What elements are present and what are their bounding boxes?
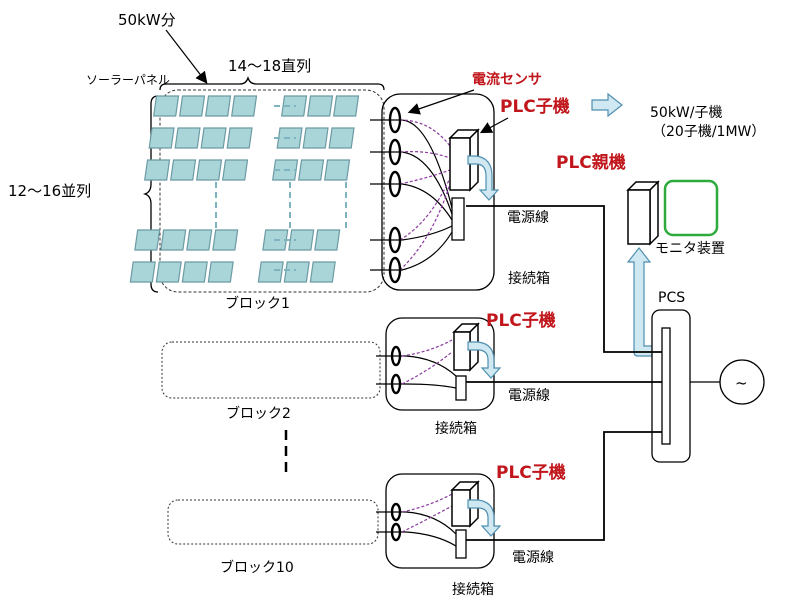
right-arrow-icon: [591, 92, 623, 118]
solar-panel-array: [129, 95, 360, 283]
block10-area: [167, 499, 379, 545]
solar-panel-module: [333, 95, 360, 117]
ac-symbol-text: ~: [735, 374, 748, 392]
solar-panel-module: [179, 95, 206, 117]
plc-child-1-label: PLC子機: [500, 96, 570, 117]
solar-panel-module: [283, 261, 310, 283]
solar-panel-module: [170, 159, 197, 181]
solar-panel-module: [181, 261, 208, 283]
junction-box-2-wiring: [376, 322, 502, 401]
solar-panel-module: [288, 229, 315, 251]
parallel-brace: [142, 95, 159, 293]
solar-panel-module: [222, 159, 249, 181]
solar-panel-module: [205, 95, 232, 117]
solar-panel-module: [148, 127, 175, 149]
solar-panel-module: [324, 159, 351, 181]
block2-label: ブロック2: [226, 405, 291, 422]
solar-panel-module: [302, 127, 329, 149]
parallel-label: 12～16並列: [8, 182, 91, 200]
plc-child-1-arrow: [479, 117, 509, 134]
junction-box-1-wiring: [370, 106, 500, 284]
solar-panel-label: ソーラーパネル: [86, 73, 170, 87]
solar-panel-module: [207, 261, 234, 283]
plc-child-3-label: PLC子機: [496, 462, 566, 483]
junction-box-1-label: 接続箱: [508, 270, 550, 287]
rate-note-label: （20子機/1MW）: [652, 124, 765, 140]
ac-grid-symbol: [719, 359, 765, 405]
power-line-3-label: 電源線: [512, 550, 554, 566]
current-sensor-label: 電流センサ: [472, 71, 542, 88]
junction-box-2-label: 接続箱: [435, 420, 477, 437]
monitor-device: [663, 179, 719, 237]
current-sensor-arrow: [407, 89, 475, 115]
solar-panel-module: [186, 229, 213, 251]
solar-panel-module: [144, 159, 171, 181]
solar-panel-module: [174, 127, 201, 149]
solar-panel-module: [160, 229, 187, 251]
block10-label: ブロック10: [220, 559, 294, 576]
series-label: 14～18直列: [228, 57, 311, 75]
solar-panel-module: [328, 127, 355, 149]
panel-dashed-links: [215, 105, 347, 271]
power-line-1-label: 電源線: [507, 210, 549, 226]
solar-panel-module: [212, 229, 239, 251]
pcs-bus: [661, 327, 671, 445]
solar-panel-module: [257, 261, 284, 283]
plc-parent-label: PLC親機: [556, 152, 626, 173]
capacity-arrow: [165, 29, 208, 84]
rate-label: 50kW/子機: [650, 105, 722, 121]
monitor-label: モニタ装置: [655, 241, 725, 257]
solar-panel-module: [200, 127, 227, 149]
power-lines: [466, 205, 662, 541]
solar-panel-module: [298, 159, 325, 181]
solar-panel-module: [155, 261, 182, 283]
plc-parent-device: [626, 180, 660, 246]
solar-panel-module: [309, 261, 336, 283]
solar-panel-module: [134, 229, 161, 251]
solar-panel-module: [231, 95, 258, 117]
pcs-box: [651, 309, 691, 463]
block1-label: ブロック1: [225, 295, 290, 312]
solar-panel-module: [314, 229, 341, 251]
upload-arrow: [626, 247, 663, 357]
block2-area: [161, 341, 381, 399]
solar-panel-module: [196, 159, 223, 181]
junction-box-3-label: 接続箱: [452, 581, 494, 598]
solar-panel-module: [129, 261, 156, 283]
solar-panel-module: [307, 95, 334, 117]
series-brace: [159, 75, 385, 91]
solar-panel-module: [153, 95, 180, 117]
junction-box-3-wiring: [376, 480, 502, 559]
capacity-label: 50kW分: [118, 11, 176, 29]
power-line-2-label: 電源線: [508, 388, 550, 404]
solar-panel-module: [226, 127, 253, 149]
pcs-label: PCS: [658, 290, 685, 306]
plc-child-2-label: PLC子機: [486, 310, 556, 331]
